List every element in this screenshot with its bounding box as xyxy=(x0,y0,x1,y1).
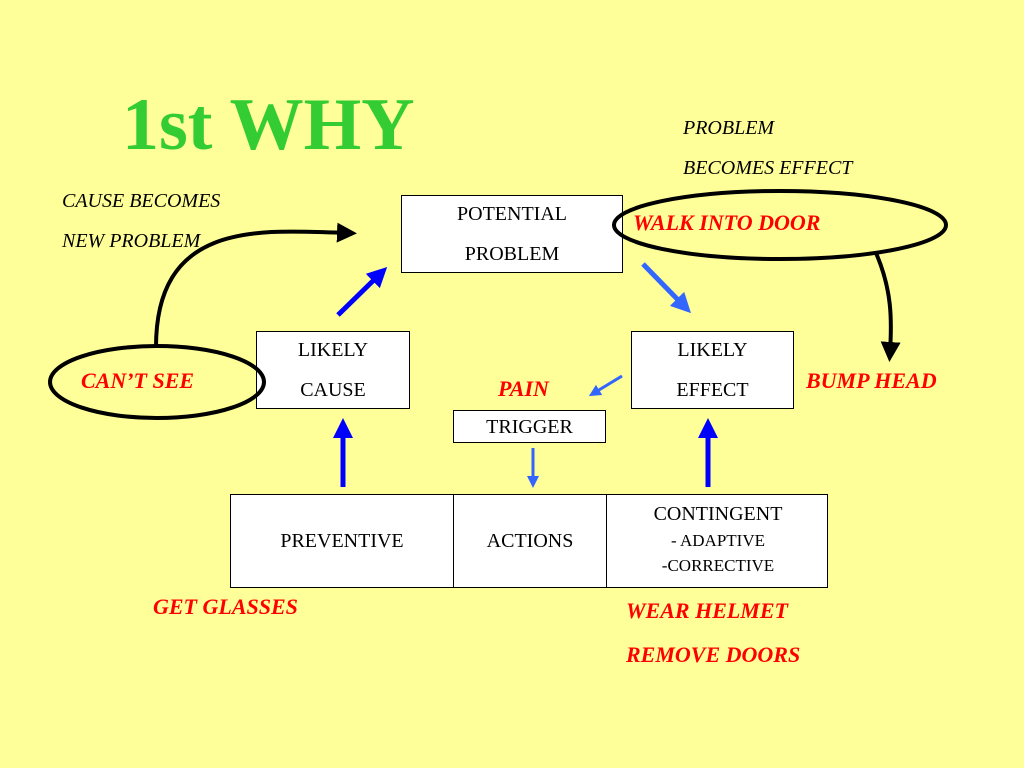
potential-problem-line2: PROBLEM xyxy=(464,243,560,265)
adaptive-label: - ADAPTIVE xyxy=(671,531,765,550)
note-cause-line1: CAUSE BECOMES xyxy=(62,190,221,212)
note-cause-line2: NEW PROBLEM xyxy=(62,230,201,252)
actions-label: ACTIONS xyxy=(486,530,574,552)
likely-cause-line1: LIKELY xyxy=(297,339,369,361)
bump-head-text: BUMP HEAD xyxy=(806,368,937,393)
trigger-box: TRIGGER xyxy=(453,410,606,443)
contingent-label: CONTINGENT xyxy=(653,503,783,525)
walk-into-door-text: WALK INTO DOOR xyxy=(633,210,821,235)
trigger-label: TRIGGER xyxy=(486,415,573,438)
preventive-label: PREVENTIVE xyxy=(280,530,404,552)
pain-text: PAIN xyxy=(498,376,549,401)
likely-effect-line2: EFFECT xyxy=(676,379,749,401)
preventive-cell: PREVENTIVE xyxy=(231,495,453,587)
likely-cause-box: LIKELY CAUSE xyxy=(256,331,410,409)
remove-doors-text: REMOVE DOORS xyxy=(626,642,801,667)
potential-problem-line1: POTENTIAL xyxy=(457,203,567,225)
effect-to-pain-arrow xyxy=(588,374,623,397)
get-glasses-text: GET GLASSES xyxy=(153,594,298,619)
likely-effect-line1: LIKELY xyxy=(677,339,748,361)
likely-cause-line2: CAUSE xyxy=(300,379,366,401)
contingent-cell: CONTINGENT - ADAPTIVE -CORRECTIVE xyxy=(607,495,829,587)
note-problem-line2: BECOMES EFFECT xyxy=(683,157,853,179)
wear-helmet-text: WEAR HELMET xyxy=(626,598,788,623)
corrective-label: -CORRECTIVE xyxy=(661,556,775,575)
actions-cell: ACTIONS xyxy=(453,495,607,587)
likely-effect-box: LIKELY EFFECT xyxy=(631,331,794,409)
potential-problem-box: POTENTIAL PROBLEM xyxy=(401,195,623,273)
slide-title: 1st WHY xyxy=(122,84,415,166)
problem-to-effect-blue-arrow xyxy=(641,262,691,314)
cant-see-text: CAN’T SEE xyxy=(81,368,195,393)
cause-to-problem-blue-arrow xyxy=(336,267,388,317)
actions-table: PREVENTIVE ACTIONS CONTINGENT - ADAPTIVE… xyxy=(230,494,828,588)
note-problem-line1: PROBLEM xyxy=(683,117,775,139)
problem-to-effect-arrow xyxy=(874,252,901,362)
